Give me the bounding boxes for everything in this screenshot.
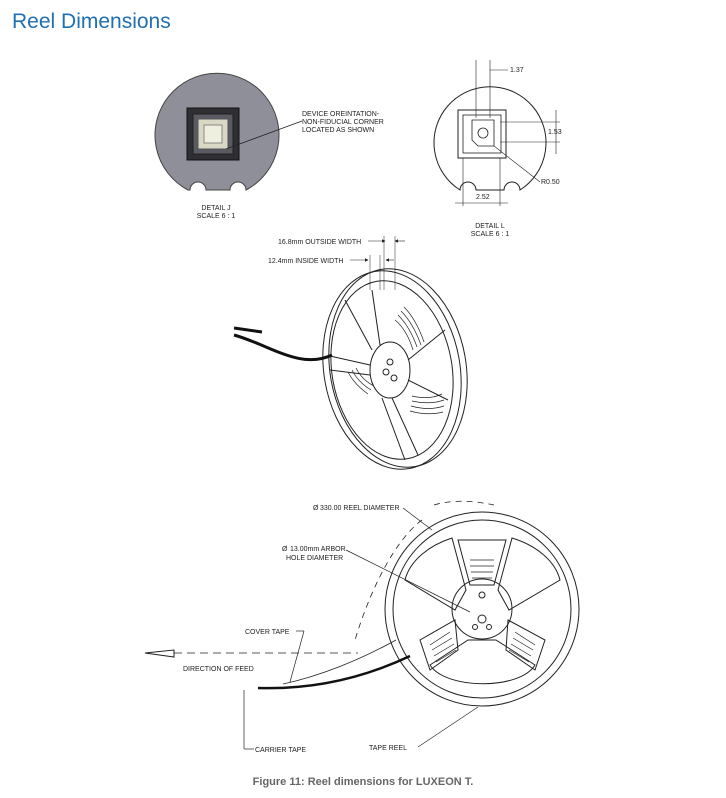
arbor-symbol: Ø	[282, 546, 288, 553]
arbor-label-2: HOLE DIAMETER	[286, 555, 343, 562]
detail-l-scale: SCALE 6 : 1	[471, 231, 510, 238]
outside-width-label: 16.8mm OUTSIDE WIDTH	[278, 239, 361, 246]
dim-r0-50: R0.50	[541, 179, 560, 186]
dim-1-53: 1.53	[548, 129, 562, 136]
detail-j: DEVICE OREINTATION- NON-FIDUCIAL CORNER …	[154, 72, 384, 220]
detail-l: 1.37 1.53 R0.50 2.52 DETAIL L SCALE 6 : …	[433, 60, 562, 238]
detail-j-note-3: LOCATED AS SHOWN	[302, 127, 374, 134]
detail-l-outline	[433, 86, 547, 191]
reel-dimensions-drawing: DEVICE OREINTATION- NON-FIDUCIAL CORNER …	[144, 60, 580, 754]
page-title: Reel Dimensions	[12, 10, 171, 33]
dim-2-52: 2.52	[476, 194, 490, 201]
reel-front-view	[144, 500, 580, 750]
carrier-tape-label: CARRIER TAPE	[255, 747, 306, 754]
reel-diameter-label: 330.00 REEL DIAMETER	[320, 505, 400, 512]
detail-l-label: DETAIL L	[475, 223, 505, 230]
reel-diameter-symbol: Ø	[313, 505, 319, 512]
figure-caption: Figure 11: Reel dimensions for LUXEON T.	[252, 776, 474, 788]
detail-j-note-2: NON-FIDUCIAL CORNER	[302, 119, 384, 126]
reel-side-view	[233, 236, 468, 470]
detail-j-label: DETAIL J	[201, 205, 230, 212]
cover-tape-label: COVER TAPE	[245, 629, 290, 636]
inside-width-label: 12.4mm INSIDE WIDTH	[268, 258, 343, 265]
arbor-label-1: 13.00mm ARBOR	[290, 546, 346, 553]
detail-j-scale: SCALE 6 : 1	[197, 213, 236, 220]
dim-1-37: 1.37	[510, 67, 524, 74]
direction-of-feed-label: DIRECTION OF FEED	[183, 666, 254, 673]
detail-j-note-1: DEVICE OREINTATION-	[302, 111, 380, 118]
tape-reel-label: TAPE REEL	[369, 745, 407, 752]
